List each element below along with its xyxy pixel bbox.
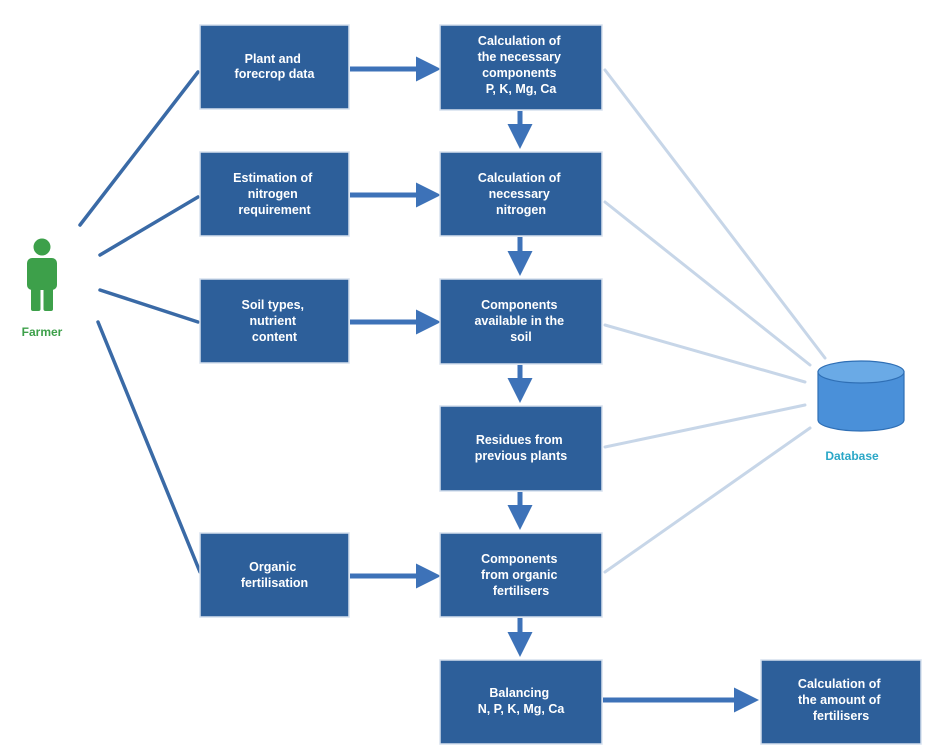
svg-text:Components from organic: Components from organic fertilisers xyxy=(481,552,561,598)
database-label: Database xyxy=(825,449,879,463)
svg-text:Residues from previous p: Residues from previous plants xyxy=(475,433,567,463)
node-calc-amount: Calculation of the amount of fertilisers xyxy=(760,659,922,745)
node-calc-components: Calculation of the necessary components … xyxy=(439,24,603,111)
connector-farmer-plant xyxy=(78,70,200,227)
farmer-connectors xyxy=(78,70,202,574)
node-soil-types: Soil types, nutrient content xyxy=(199,278,350,364)
svg-text:Components available in: Components available in the soil xyxy=(474,298,567,344)
database-actor: Database xyxy=(817,360,905,463)
svg-text:Calculation of the amoun: Calculation of the amount of fertilisers xyxy=(798,677,884,723)
svg-text:Soil types, nutrient: Soil types, nutrient content xyxy=(241,298,307,344)
connector-farmer-nitrogen xyxy=(98,195,200,257)
connector-db-residues xyxy=(603,403,807,449)
node-nitrogen-estimation: Estimation of nitrogen requirement xyxy=(199,151,350,237)
svg-text:Calculation of necessary: Calculation of necessary nitrogen xyxy=(478,171,564,217)
node-balancing: Balancing N, P, K, Mg, Ca xyxy=(439,659,603,745)
node-organic-components: Components from organic fertilisers xyxy=(439,532,603,618)
database-connectors xyxy=(603,68,827,574)
database-icon xyxy=(817,360,905,432)
svg-text:Plant and forecrop data: Plant and forecrop data xyxy=(235,52,316,81)
horizontal-arrows xyxy=(350,56,759,713)
person-icon xyxy=(27,238,57,311)
farmer-label: Farmer xyxy=(22,325,63,339)
node-residues: Residues from previous plants xyxy=(439,405,603,492)
connector-db-calc-components xyxy=(603,68,827,360)
node-organic-fertilisation: Organic fertilisation xyxy=(199,532,350,618)
connector-db-calc-nitrogen xyxy=(603,200,812,367)
node-calc-nitrogen: Calculation of necessary nitrogen xyxy=(439,151,603,237)
node-soil-components: Components available in the soil xyxy=(439,278,603,365)
connector-db-soil-components xyxy=(603,323,807,384)
farmer-actor: Farmer xyxy=(22,238,63,339)
svg-text:Estimation of nitrogen: Estimation of nitrogen requirement xyxy=(233,171,316,217)
node-plant-forecrop: Plant and forecrop data xyxy=(199,24,350,110)
connector-farmer-soil xyxy=(98,288,200,324)
svg-text:Balancing N, P, K, Mg, C: Balancing N, P, K, Mg, Ca xyxy=(478,686,566,716)
connector-db-organic-components xyxy=(603,426,812,574)
connector-farmer-organic xyxy=(96,320,202,574)
svg-text:Calculation of the neces: Calculation of the necessary components … xyxy=(478,34,565,96)
svg-text:Organic fertilisation: Organic fertilisation xyxy=(241,560,308,590)
